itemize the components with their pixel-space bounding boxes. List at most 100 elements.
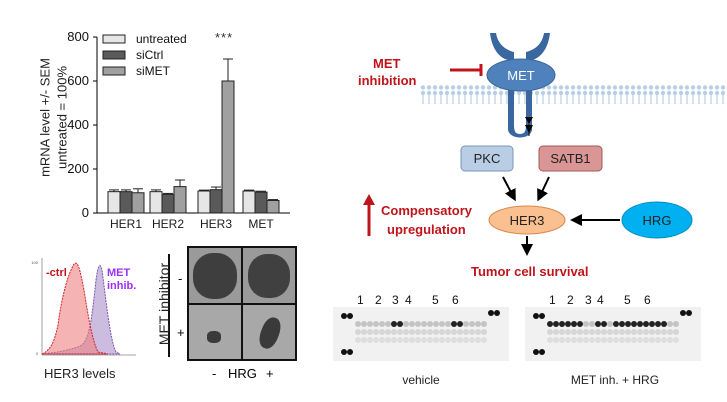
array-spot [583,321,589,327]
array-spot [613,337,619,343]
col-plus-label: + [266,366,274,381]
array-spot [421,337,427,343]
lane-label: 2 [567,293,574,307]
array-spot [680,310,686,316]
array-spot [565,337,571,343]
array-spot [595,321,601,327]
legend-simet-label: siMET [136,64,170,78]
bar-chart [93,34,290,214]
array-spot [533,349,539,355]
met-inhibition-label-1: MET [373,56,401,71]
array-spot [463,329,469,335]
x-tick-label: HER3 [199,217,232,231]
array-spot [421,329,427,335]
array-spot [631,337,637,343]
x-tick-label: HER2 [151,217,184,231]
array-spot [433,321,439,327]
array-spot [385,321,391,327]
array-spot [559,329,565,335]
arrow-pkc-her3 [502,176,516,202]
legend-swatch-siCtrl [102,50,126,60]
lane-label: 6 [452,293,459,307]
array-spot [667,321,673,327]
lane-label: 6 [644,293,651,307]
array-spot [341,313,347,319]
met-hrg-caption: MET inh. + HRG [570,373,660,387]
spheroid-hrg [243,248,295,303]
array-spot [637,329,643,335]
array-spot [391,321,397,327]
hrg-node [621,201,693,239]
array-spot [559,321,565,327]
y-tick-label: 800 [67,29,89,44]
her3-node [488,205,566,235]
array-spot [469,329,475,335]
array-spot [613,321,619,327]
array-spot [355,329,361,335]
array-spot [415,321,421,327]
array-spot [631,321,637,327]
satb1-node [538,145,603,172]
lane-label: 3 [585,293,592,307]
array-spot [595,337,601,343]
ctrl-histogram [41,262,109,355]
array-spot [655,337,661,343]
array-spot [643,321,649,327]
lane-label: 3 [392,293,399,307]
lane-label: 5 [624,293,631,307]
array-spot [619,329,625,335]
array-spot [403,337,409,343]
array-spot [613,329,619,335]
array-spot [445,321,451,327]
array-spot [589,337,595,343]
array-spot [583,337,589,343]
array-spot [607,337,613,343]
lane-label: 1 [549,293,556,307]
spheroid-met-inhibitor [189,305,241,359]
array-spot [571,337,577,343]
row-minus-label: - [178,271,183,286]
array-spot [601,329,607,335]
array-spot [583,329,589,335]
tumor-survival-label: Tumor cell survival [471,264,589,279]
array-spot [403,329,409,335]
y-tick-label: 400 [67,117,89,132]
bar-untreated-HER2 [149,191,163,214]
spheroid-grid [187,246,297,361]
array-spot [463,321,469,327]
met-inhib-label-1: MET [107,267,131,279]
array-spot [649,337,655,343]
array-spot [673,329,679,335]
array-met-inh-hrg [525,307,701,361]
array-spot [397,329,403,335]
array-spot [385,329,391,335]
met-node-label: MET [507,67,535,83]
legend-untreated-label: untreated [136,32,187,46]
array-spot [625,321,631,327]
pkc-node-label: PKC [473,151,501,166]
array-spot [667,329,673,335]
array-spot [565,329,571,335]
x-tick-label: HER1 [109,217,142,231]
array-spot [439,321,445,327]
array-spot [494,310,500,316]
bar-siMET-MET [266,199,280,214]
array-spot [469,321,475,327]
array-spot [637,337,643,343]
array-spot [361,329,367,335]
met-inhibitor-bar [168,254,170,357]
svg-text:100: 100 [31,260,38,265]
hrg-node-label: HRG [642,212,672,228]
x-tick-label: MET [248,217,274,231]
met-inhibition-label-2: inhibition [358,73,417,88]
array-spot [631,329,637,335]
array-spot [445,329,451,335]
lane-label: 4 [597,293,604,307]
array-spot [409,337,415,343]
array-spot [451,329,457,335]
array-spot [347,349,353,355]
array-spot [373,329,379,335]
array-spot [355,337,361,343]
array-spot [481,337,487,343]
array-spot [559,337,565,343]
